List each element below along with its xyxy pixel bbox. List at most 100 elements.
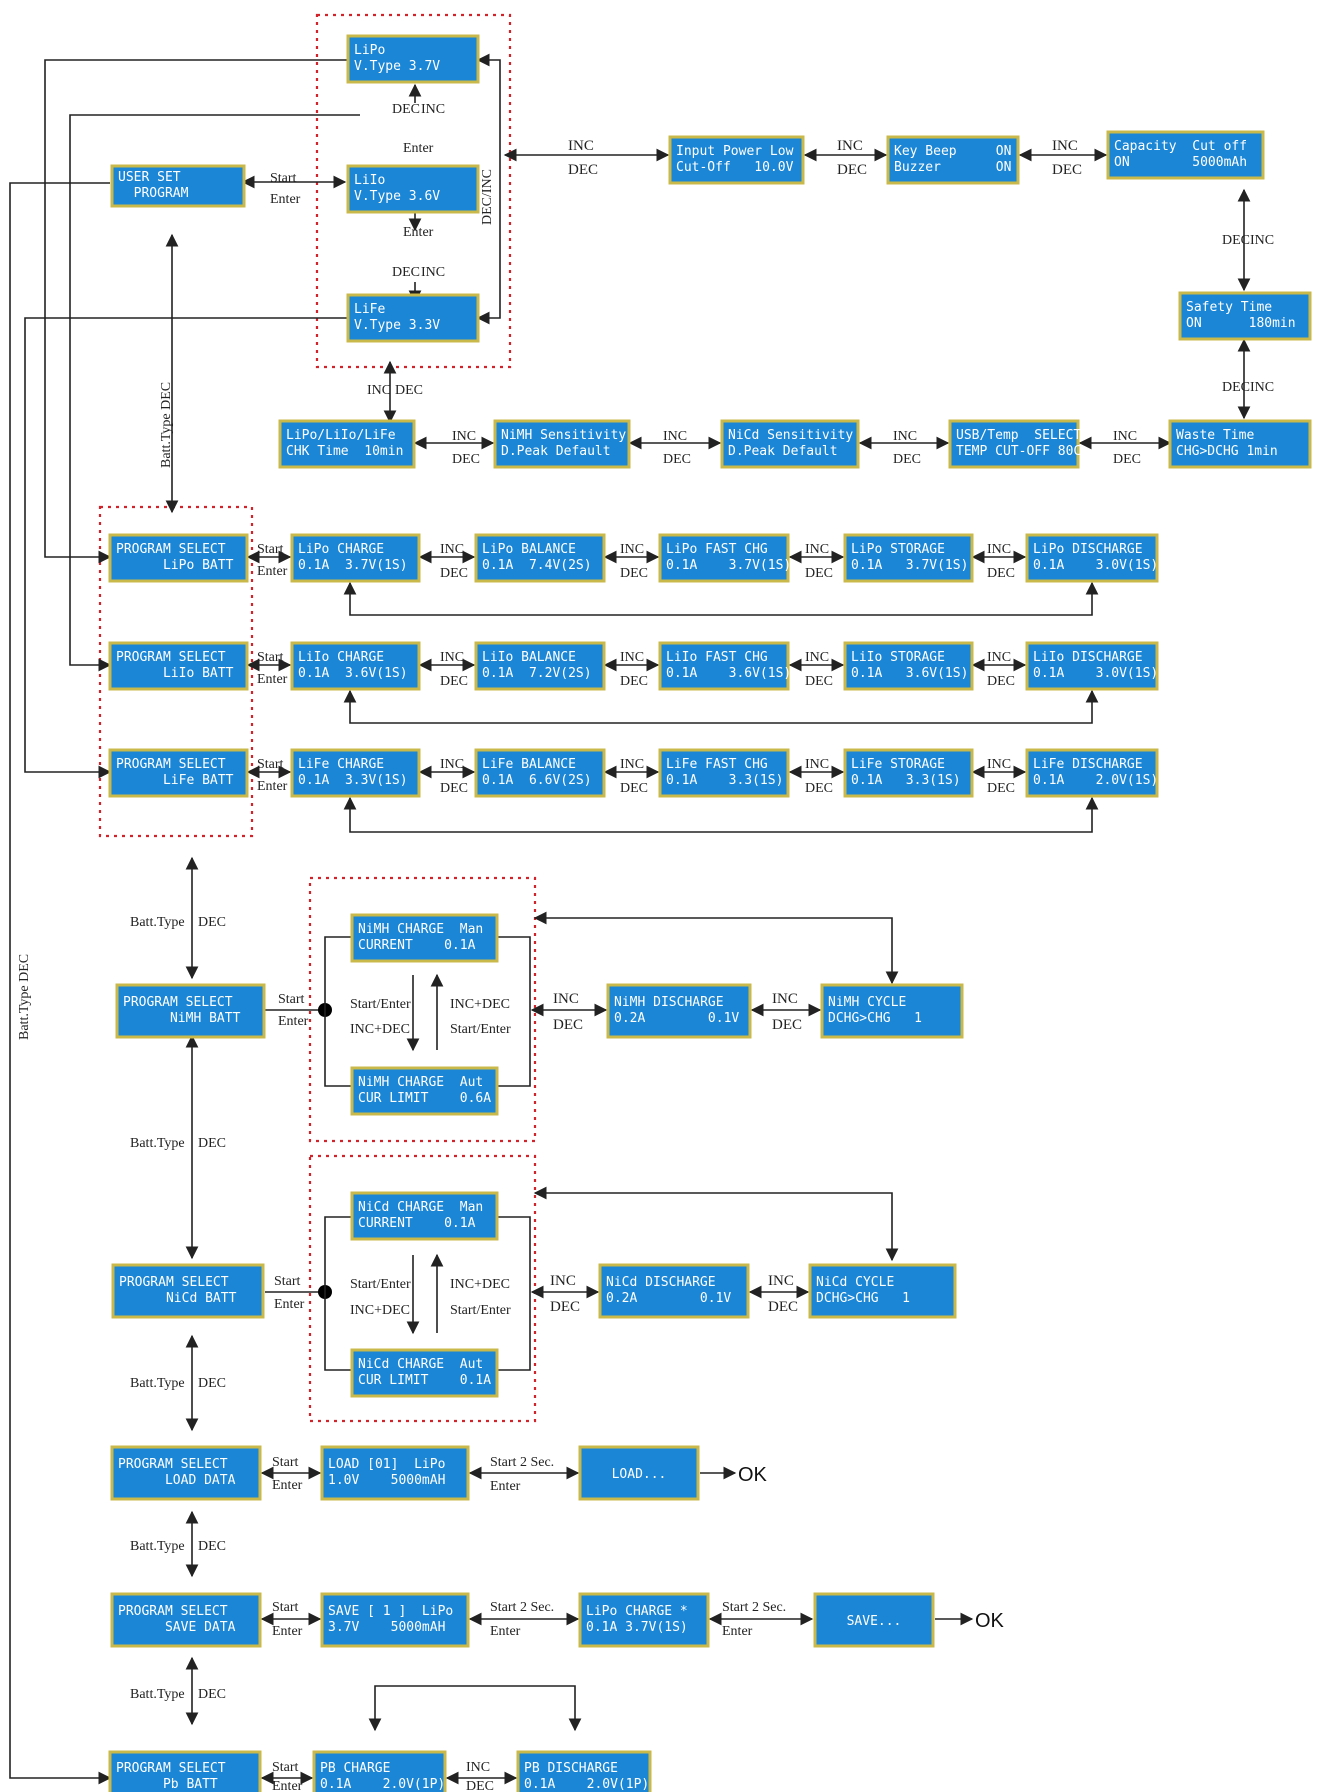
lcd-line-2: 0.1A 6.6V(2S) xyxy=(482,773,592,788)
lcd-frame xyxy=(598,1263,750,1319)
lcd-frame xyxy=(1025,533,1159,583)
lcd-frame xyxy=(720,419,860,469)
label-inc: INC xyxy=(772,991,798,1007)
lcd-line-2: 0.1A 7.2V(2S) xyxy=(482,666,592,681)
lcd-frame xyxy=(578,1445,700,1501)
lcd-line-1: LiFe FAST CHG xyxy=(666,757,768,772)
lcd-line-2: LiIo BATT xyxy=(116,666,234,681)
lcd-line-2: V.Type 3.7V xyxy=(354,59,440,74)
lcd-frame xyxy=(668,135,805,185)
flow-labels: DEC INC Enter Enter DEC INC Start Enter … xyxy=(17,102,1274,1792)
lcd-line-2: 0.1A 3.6V(1S) xyxy=(298,666,408,681)
lcd-line-1: LiFe BALANCE xyxy=(482,757,576,772)
label-dec: DEC xyxy=(663,452,691,467)
lcd-frame xyxy=(474,641,606,691)
label-dec: DEC xyxy=(198,1687,226,1702)
lcd-line-1: NiCd CHARGE Aut xyxy=(358,1357,483,1372)
lcd-line-2: CUR LIMIT 0.1A xyxy=(358,1373,491,1388)
label-inc: INC xyxy=(1250,233,1274,248)
label-inc: INC xyxy=(987,542,1011,557)
lcd-line-2: 0.1A 3.3V(1S) xyxy=(298,773,408,788)
label-start-enter: Start/Enter xyxy=(350,997,411,1012)
lcd-line-2: PROGRAM xyxy=(118,186,189,201)
label-dec: DEC xyxy=(198,915,226,930)
lcd-line-2: 0.1A 3.6V(1S) xyxy=(666,666,791,681)
label-dec: DEC xyxy=(395,383,423,398)
lcd-frame xyxy=(350,1066,499,1116)
lcd-line-2: Buzzer ON xyxy=(894,160,1011,175)
lcd-line-1: LiPo CHARGE xyxy=(298,542,384,557)
label-dec: DEC xyxy=(620,674,648,689)
lcd-line-1: LOAD... xyxy=(612,1467,667,1482)
lcd-line-2: SAVE DATA xyxy=(118,1620,236,1635)
lcd-frame xyxy=(658,533,790,583)
lcd-line-2: 0.1A 3.3(1S) xyxy=(851,773,961,788)
lcd-line-2: CUR LIMIT 0.6A xyxy=(358,1091,491,1106)
label-dec: DEC xyxy=(1113,452,1141,467)
label-enter: Enter xyxy=(272,1624,303,1639)
label-enter: Enter xyxy=(403,141,434,156)
label-start: Start xyxy=(272,1600,299,1615)
label-dec: DEC xyxy=(550,1299,580,1315)
lcd-line-1: LiPo xyxy=(354,43,385,58)
lcd-line-2: CHG>DCHG 1min xyxy=(1176,444,1278,459)
label-inc: INC xyxy=(440,757,464,772)
lcd-line-2: Pb BATT xyxy=(116,1777,218,1792)
connectors xyxy=(9,53,1251,1785)
lcd-line-2: V.Type 3.3V xyxy=(354,318,440,333)
lcd-line-1: PROGRAM SELECT xyxy=(116,757,226,772)
lcd-frame xyxy=(320,1592,470,1648)
lcd-frame xyxy=(290,533,421,583)
lcd-line-2: DCHG>CHG 1 xyxy=(816,1291,910,1306)
label-start-enter: Start/Enter xyxy=(350,1277,411,1292)
label-inc: INC xyxy=(550,1273,576,1289)
lcd-frame xyxy=(108,641,249,691)
lcd-line-2: NiCd BATT xyxy=(119,1291,237,1306)
label-start: Start xyxy=(257,650,284,665)
lcd-line-2: 0.1A 3.7V(1S) xyxy=(586,1620,688,1635)
lcd-frame xyxy=(808,1263,957,1319)
label-enter: Enter xyxy=(272,1779,303,1792)
lcd-frame xyxy=(843,533,974,583)
label-inc: INC xyxy=(421,102,445,117)
lcd-line-1: PROGRAM SELECT xyxy=(123,995,233,1010)
lcd-line-1: NiCd DISCHARGE xyxy=(606,1275,716,1290)
label-batt-type-dec: Batt.Type DEC xyxy=(17,954,32,1040)
label-dec: DEC xyxy=(452,452,480,467)
lcd-line-1: LiFe DISCHARGE xyxy=(1033,757,1143,772)
lcd-line-1: USER SET xyxy=(118,170,181,185)
lcd-frame xyxy=(108,748,249,798)
label-start-enter: Start/Enter xyxy=(450,1022,511,1037)
lcd-frame xyxy=(115,983,266,1039)
lcd-line-1: LiIo DISCHARGE xyxy=(1033,650,1143,665)
lcd-line-2: DCHG>CHG 1 xyxy=(828,1011,922,1026)
label-inc: INC xyxy=(805,542,829,557)
label-enter: Enter xyxy=(257,672,288,687)
label-dec: DEC xyxy=(620,781,648,796)
lcd-line-1: LiPo FAST CHG xyxy=(666,542,768,557)
lcd-line-1: Capacity Cut off xyxy=(1114,139,1247,154)
lcd-line-2: D.Peak Default xyxy=(501,444,611,459)
label-dec: DEC xyxy=(893,452,921,467)
lcd-frame xyxy=(1178,291,1312,341)
label-dec: DEC xyxy=(440,674,468,689)
label-inc: INC xyxy=(987,757,1011,772)
lcd-line-1: PB DISCHARGE xyxy=(524,1761,618,1776)
label-inc: INC xyxy=(805,650,829,665)
lcd-line-1: LiIo BALANCE xyxy=(482,650,576,665)
label-batt-type: Batt.Type xyxy=(130,1376,185,1391)
lcd-frame xyxy=(578,1592,710,1648)
label-dec: DEC xyxy=(805,674,833,689)
